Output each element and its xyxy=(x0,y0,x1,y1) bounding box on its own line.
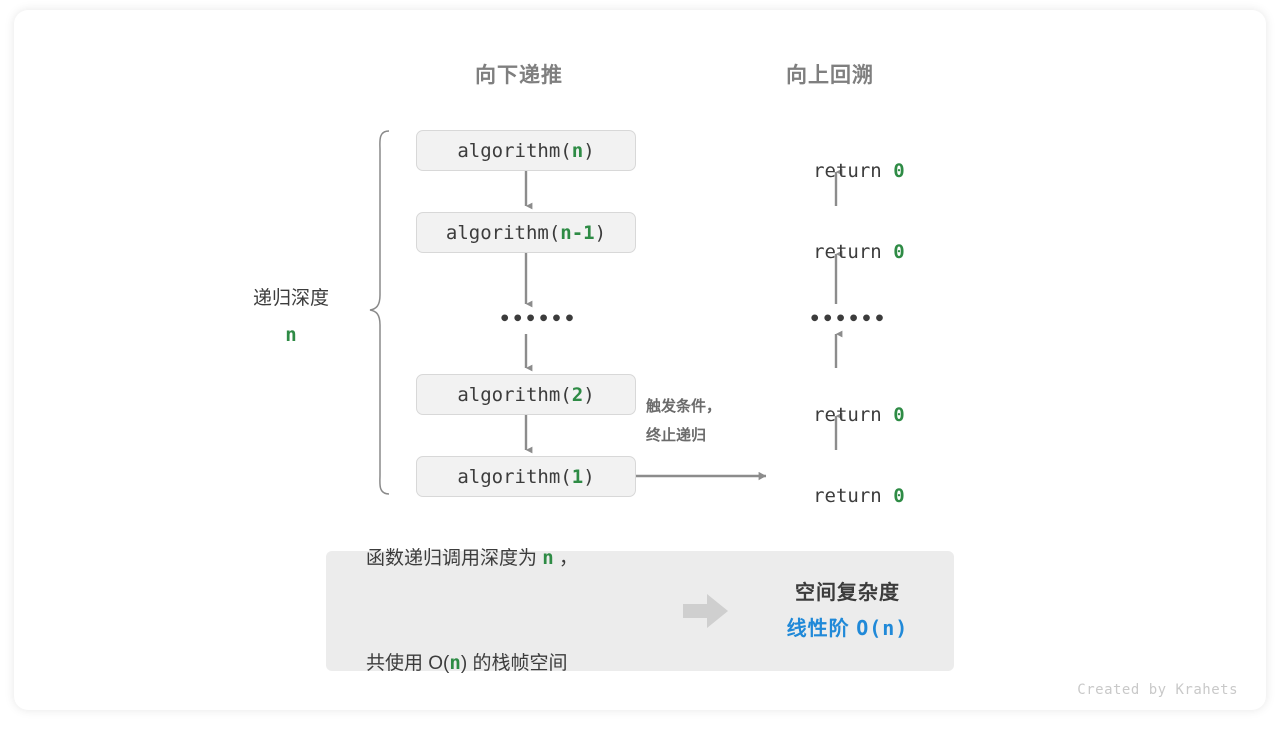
call-argument: 1 xyxy=(571,465,584,488)
termination-note: 触发条件， 终止递归 xyxy=(646,392,766,451)
call-suffix: ) xyxy=(583,465,595,488)
call-prefix: algorithm( xyxy=(457,465,572,488)
return-value: 0 xyxy=(893,404,905,426)
call-box[interactable]: algorithm(1) xyxy=(416,456,636,497)
call-prefix: algorithm( xyxy=(457,139,572,162)
summary-line1-suffix: ， xyxy=(553,547,579,569)
ellipsis-downward: •••••• xyxy=(499,308,577,330)
diagram-stage: 向下递推 向上回溯 递归深度 n algorithm(n) algorithm(… xyxy=(236,64,1238,698)
call-prefix: algorithm( xyxy=(457,383,572,406)
column-header-downward: 向下递推 xyxy=(475,64,563,87)
return-statement: return 0 xyxy=(736,463,936,529)
complexity-order-label: 线性阶 xyxy=(786,617,857,640)
call-suffix: ) xyxy=(583,383,595,406)
return-value: 0 xyxy=(893,485,905,507)
call-argument: n-1 xyxy=(560,221,595,244)
call-box[interactable]: algorithm(n) xyxy=(416,130,636,171)
summary-conclusion: 空间复杂度 线性阶 O(n) xyxy=(741,576,954,647)
complexity-formula: O(n) xyxy=(856,615,909,640)
recursion-depth-label: 递归深度 n xyxy=(236,281,346,353)
summary-line1-prefix: 函数递归调用深度为 xyxy=(366,547,543,569)
recursion-depth-text: 递归深度 xyxy=(252,288,329,309)
call-argument: n xyxy=(571,139,584,162)
return-value: 0 xyxy=(893,160,905,182)
call-prefix: algorithm( xyxy=(445,221,561,244)
return-keyword: return xyxy=(813,404,894,426)
summary-description-line1: 函数递归调用深度为 n ， xyxy=(366,541,671,576)
summary-panel: 函数递归调用深度为 n ， 共使用 O(n) 的栈帧空间 空间复杂度 线性阶 O… xyxy=(326,547,954,674)
return-value: 0 xyxy=(893,241,905,263)
call-suffix: ) xyxy=(583,139,595,162)
summary-description: 函数递归调用深度为 n ， 共使用 O(n) 的栈帧空间 xyxy=(326,470,671,751)
call-suffix: ) xyxy=(594,221,607,244)
summary-description-line2: 共使用 O(n) 的栈帧空间 xyxy=(366,646,671,681)
return-statement: return 0 xyxy=(736,219,936,285)
summary-line2-suffix: ) 的栈帧空间 xyxy=(460,653,568,675)
column-header-upward: 向上回溯 xyxy=(786,64,874,87)
summary-conclusion-value: 线性阶 O(n) xyxy=(741,611,954,647)
return-statement: return 0 xyxy=(736,138,936,204)
recursion-depth-value: n xyxy=(285,324,297,347)
return-keyword: return xyxy=(813,160,894,182)
return-keyword: return xyxy=(813,485,894,507)
summary-line2-prefix: 共使用 O( xyxy=(366,653,450,675)
call-argument: 2 xyxy=(571,383,584,406)
return-keyword: return xyxy=(813,241,894,263)
summary-conclusion-title: 空间复杂度 xyxy=(795,581,900,604)
summary-arrow-icon xyxy=(671,594,741,628)
call-box[interactable]: algorithm(2) xyxy=(416,374,636,415)
termination-note-line1: 触发条件， xyxy=(646,398,722,415)
ellipsis-upward: •••••• xyxy=(809,308,887,330)
return-statement: return 0 xyxy=(736,382,936,448)
termination-note-line2: 终止递归 xyxy=(646,427,707,445)
call-box[interactable]: algorithm(n-1) xyxy=(416,212,636,253)
summary-line2-n: n xyxy=(449,652,461,675)
credit-text: Created by Krahets xyxy=(1077,682,1238,698)
summary-line1-n: n xyxy=(542,546,554,569)
